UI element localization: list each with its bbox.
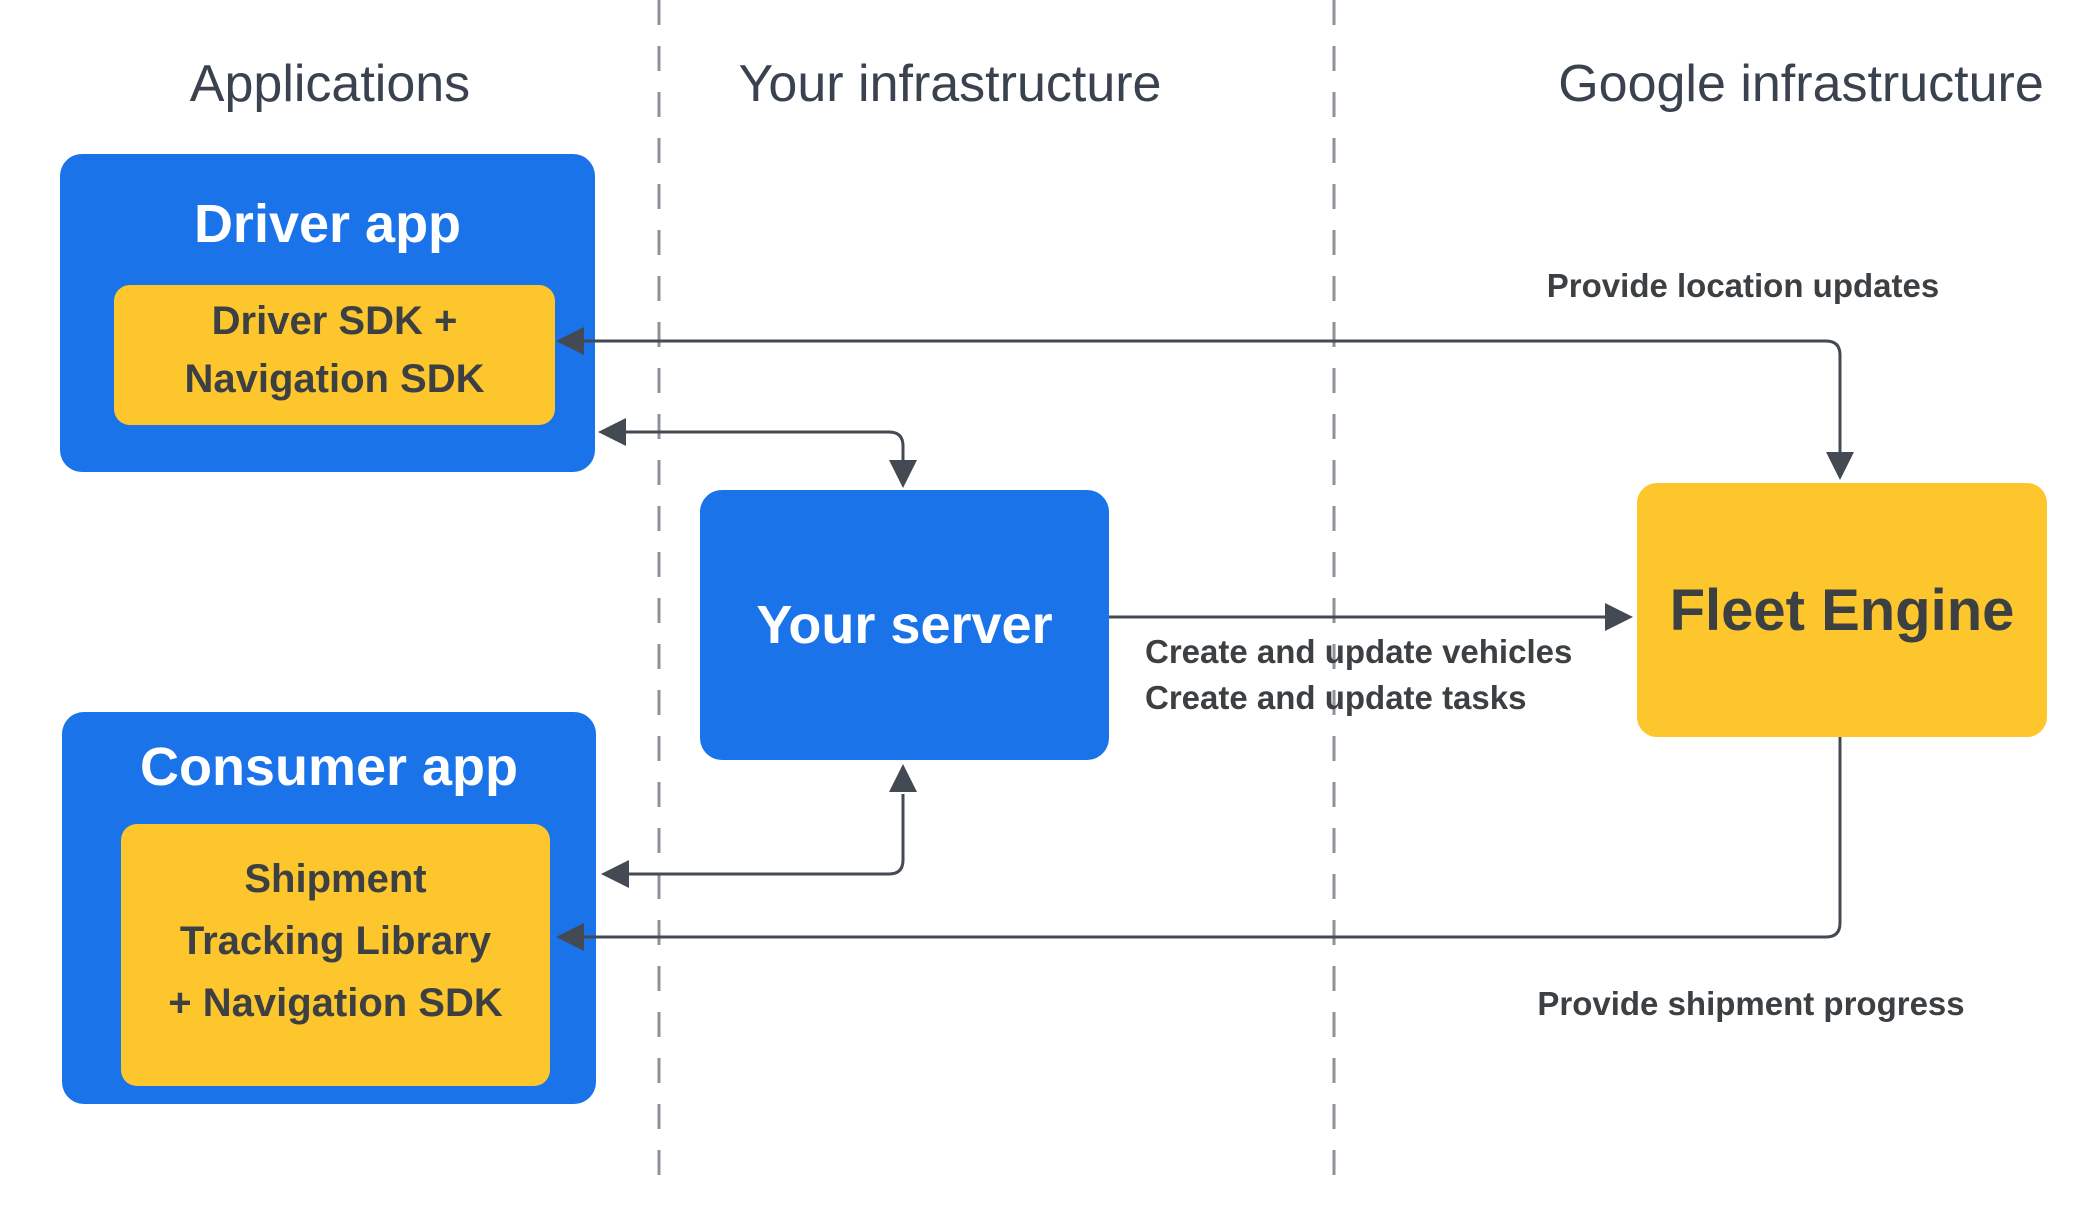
- shipment-tracking-line-1: Shipment: [244, 857, 427, 901]
- arrowhead-into-your-server-top: [889, 460, 917, 488]
- shipment-tracking-line-3: + Navigation SDK: [168, 981, 503, 1025]
- edge-label-create-update-vehicles: Create and update vehicles: [1145, 633, 1573, 670]
- connector-driver-sdk-fleet-engine: [582, 339, 1842, 454]
- your-server-title: Your server: [756, 595, 1053, 655]
- arrowhead-into-fleet-engine-left: [1605, 603, 1633, 631]
- shipment-tracking-library-box: Shipment Tracking Library + Navigation S…: [121, 824, 550, 1086]
- column-header-google-infrastructure: Google infrastructure: [1558, 55, 2044, 113]
- driver-app-box: Driver app Driver SDK + Navigation SDK: [60, 154, 595, 472]
- arrowhead-into-your-server-bottom: [889, 764, 917, 792]
- driver-app-title: Driver app: [193, 194, 462, 254]
- fleet-engine-box: Fleet Engine: [1637, 483, 2047, 737]
- connector-fleet-engine-shipment-tracking: [582, 737, 1842, 939]
- arrowhead-into-fleet-engine-top: [1826, 452, 1854, 480]
- arrowhead-into-consumer-app: [601, 860, 629, 888]
- your-server-box: Your server: [700, 490, 1109, 760]
- edge-label-create-update: Create and update vehicles Create and up…: [1145, 629, 1572, 721]
- driver-sdk-line-2: Navigation SDK: [184, 357, 485, 401]
- consumer-app-box: Consumer app Shipment Tracking Library +…: [62, 712, 596, 1104]
- column-header-applications: Applications: [189, 55, 471, 113]
- driver-sdk-box: Driver SDK + Navigation SDK: [114, 285, 555, 425]
- connector-consumer-app-your-server: [627, 794, 905, 876]
- driver-sdk-line-1: Driver SDK +: [211, 299, 458, 343]
- edge-label-provide-shipment-progress: Provide shipment progress: [1537, 985, 1965, 1022]
- edge-label-provide-location-updates: Provide location updates: [1546, 267, 1940, 304]
- edge-label-create-update-tasks: Create and update tasks: [1145, 679, 1527, 716]
- consumer-app-title: Consumer app: [139, 737, 519, 797]
- fleet-engine-title: Fleet Engine: [1669, 577, 2015, 643]
- arrowhead-into-driver-app: [598, 418, 626, 446]
- column-header-your-infrastructure: Your infrastructure: [738, 55, 1162, 113]
- shipment-tracking-line-2: Tracking Library: [179, 919, 492, 963]
- connector-driver-app-your-server: [624, 430, 905, 462]
